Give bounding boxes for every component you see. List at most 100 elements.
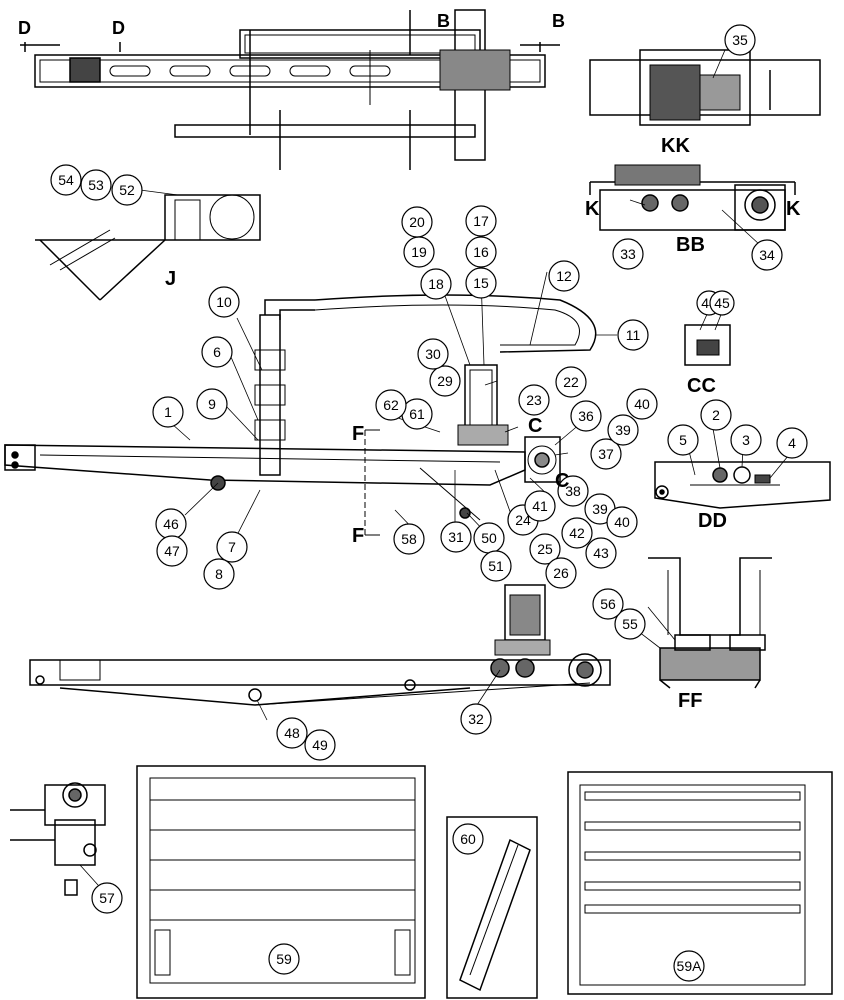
callout-circle: [393, 523, 425, 555]
callout-number: 8: [215, 566, 223, 582]
callout-41: 41: [524, 490, 556, 522]
callout-circle: [304, 729, 336, 761]
callout-number: 37: [598, 446, 614, 462]
callout-number: 46: [163, 516, 179, 532]
callout-number: 29: [437, 373, 453, 389]
callout-35: 35: [724, 24, 756, 56]
callout-2: 2: [700, 399, 732, 431]
callout-25: 25: [529, 533, 561, 565]
callout-number: 40: [634, 396, 650, 412]
callout-circle: [673, 950, 705, 982]
callout-5: 5: [667, 424, 699, 456]
callout-54: 54: [50, 164, 82, 196]
callout-circle: [590, 438, 622, 470]
callout-16: 16: [465, 236, 497, 268]
callout-number: 35: [732, 32, 748, 48]
callout-number: 23: [526, 392, 542, 408]
callout-26: 26: [545, 557, 577, 589]
callout-17: 17: [465, 205, 497, 237]
callout-circle: [776, 427, 808, 459]
callout-number: 40: [614, 514, 630, 530]
callout-32: 32: [460, 703, 492, 735]
callout-number: 12: [556, 268, 572, 284]
section-d-left: D: [18, 18, 31, 38]
callout-number: 51: [488, 558, 504, 574]
callout-number: 1: [164, 404, 172, 420]
callout-39: 39: [607, 414, 639, 446]
top-plan-view: [20, 9, 560, 170]
bb-section-view: [589, 164, 796, 231]
callout-circle: [700, 399, 732, 431]
callout-circle: [709, 290, 735, 316]
callout-22: 22: [555, 366, 587, 398]
panel-60-view: [446, 816, 538, 999]
callout-circle: [208, 286, 240, 318]
callout-circle: [375, 389, 407, 421]
callout-15: 15: [465, 267, 497, 299]
callout-19: 19: [403, 236, 435, 268]
callout-43: 43: [585, 537, 617, 569]
callout-circle: [276, 717, 308, 749]
callout-49: 49: [304, 729, 336, 761]
callout-number: 60: [460, 831, 476, 847]
callout-47: 47: [156, 535, 188, 567]
callout-number: 55: [622, 616, 638, 632]
callout-37: 37: [590, 438, 622, 470]
callout-circle: [480, 550, 512, 582]
callout-circle: [460, 703, 492, 735]
callout-number: 48: [284, 725, 300, 741]
callout-number: 34: [759, 247, 775, 263]
callout-circle: [606, 506, 638, 538]
callout-circle: [216, 531, 248, 563]
callout-number: 22: [563, 374, 579, 390]
callout-number: 61: [409, 406, 425, 422]
callout-34: 34: [751, 239, 783, 271]
callout-circle: [401, 206, 433, 238]
callout-3: 3: [730, 424, 762, 456]
callout-61: 61: [401, 398, 433, 430]
callout-circle: [440, 521, 472, 553]
callout-number: 6: [213, 344, 221, 360]
callout-circle: [524, 490, 556, 522]
callout-58: 58: [393, 523, 425, 555]
callout-number: 24: [515, 512, 531, 528]
panel-59a-view: [567, 771, 833, 995]
cc-section-view: [684, 324, 731, 366]
callout-number: 7: [228, 539, 236, 555]
callout-6: 6: [201, 336, 233, 368]
callout-number: 45: [714, 295, 730, 311]
callout-40: 40: [626, 388, 658, 420]
callout-56: 56: [592, 588, 624, 620]
callout-1: 1: [152, 396, 184, 428]
callout-circle: [557, 475, 589, 507]
callout-circle: [614, 608, 646, 640]
callout-10: 10: [208, 286, 240, 318]
section-c-bottom: C: [555, 470, 569, 492]
callout-circle: [518, 384, 550, 416]
callout-number: 62: [383, 397, 399, 413]
callout-number: 19: [411, 244, 427, 260]
callout-circle: [111, 174, 143, 206]
callout-circle: [570, 400, 602, 432]
callout-circle: [201, 336, 233, 368]
callout-circle: [724, 24, 756, 56]
callout-number: 26: [553, 565, 569, 581]
callout-number: 56: [600, 596, 616, 612]
callout-circle: [545, 557, 577, 589]
callout-51: 51: [480, 550, 512, 582]
section-f-top: F: [352, 423, 364, 445]
callout-number: 30: [425, 346, 441, 362]
section-c-top: C: [528, 415, 542, 437]
callout-60: 60: [452, 823, 484, 855]
callout-circle: [730, 424, 762, 456]
callout-55: 55: [614, 608, 646, 640]
section-kk: KK: [661, 135, 690, 157]
callout-36: 36: [570, 400, 602, 432]
callout-number: 32: [468, 711, 484, 727]
callout-62: 62: [375, 389, 407, 421]
callout-circle: [268, 943, 300, 975]
callout-46: 46: [155, 508, 187, 540]
callout-number: 9: [208, 396, 216, 412]
